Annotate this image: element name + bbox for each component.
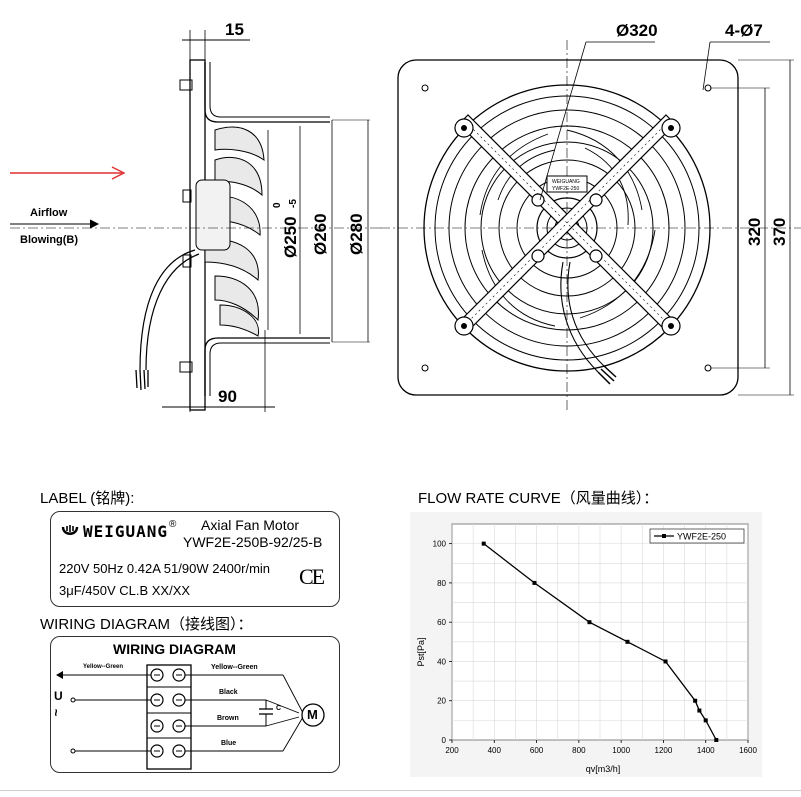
chart-y-tick-label: 60: [437, 618, 446, 627]
chart-data-point: [703, 718, 708, 723]
chart-x-tick-label: 1400: [697, 746, 715, 755]
product-type: Axial Fan Motor: [201, 517, 300, 533]
registered-mark: ®: [169, 519, 177, 530]
front-outer-dim: 370: [770, 218, 789, 246]
flow-rate-chart: 200 400 600 800 1000 1200 1400 1600 0 20 40 60 80 100…: [410, 512, 762, 777]
chart-y-tick-label: 100: [433, 540, 447, 549]
chart-legend-label: YWF2E-250: [677, 532, 726, 542]
chart-data-point: [587, 620, 592, 625]
front-dia-label: Ø320: [616, 21, 658, 40]
motor-symbol: M: [307, 707, 318, 722]
airflow-label: Airflow: [30, 207, 68, 219]
bottom-divider: [0, 790, 801, 791]
label-specs-line2: 3μF/450V CL.B XX/XX: [59, 583, 191, 598]
chart-x-tick-label: 800: [572, 746, 586, 755]
supply-tilde-label: ~: [48, 708, 64, 717]
chart-legend-box: [649, 528, 745, 544]
front-inner-dim: 320: [745, 218, 764, 246]
chart-x-tick-label: 1200: [655, 746, 673, 755]
chart-y-tick-label: 80: [437, 579, 446, 588]
wiring-section-title: WIRING DIAGRAM（接线图）：: [40, 616, 253, 633]
wire-right-yellow-green: Yellow--Green: [211, 664, 258, 671]
label-specs-line1: 220V 50Hz 0.42A 51/90W 2400r/min: [59, 561, 271, 576]
side-dia-mid: Ø260: [311, 213, 330, 255]
chart-data-point: [693, 698, 698, 703]
chart-data-point: [532, 580, 537, 585]
chart-y-tick-label: 20: [437, 697, 446, 706]
side-dia-outer: Ø280: [347, 213, 366, 255]
product-model: YWF2E-250B-92/25-B: [183, 534, 323, 550]
chart-x-axis-label: qv[m3/h]: [586, 764, 621, 774]
chart-data-point: [481, 541, 486, 546]
motor-label-plate: WEIGUANG ® Axial Fan Motor YWF2E-250B-92…: [50, 511, 340, 607]
chart-data-point: [697, 708, 702, 713]
wire-left-yellow-green: Yellow--Green: [83, 664, 124, 670]
chart-y-axis-label: Pst[Pa]: [416, 637, 426, 666]
wiring-diagram-box: WIRING DIAGRAM: [48, 636, 340, 773]
chart-x-tick-label: 1000: [612, 746, 630, 755]
side-dia-inner-tol-lower: -5: [288, 199, 299, 208]
chart-x-tick-label: 600: [530, 746, 544, 755]
front-motor-label-2: YWF2E-250: [552, 186, 579, 192]
wiring-schematic: [56, 664, 325, 770]
ce-mark: CE: [299, 564, 325, 589]
side-dia-inner: Ø250: [281, 216, 300, 258]
chart-x-tick-label: 1600: [739, 746, 757, 755]
chart-x-tick-label: 400: [488, 746, 502, 755]
chart-data-point: [714, 738, 719, 742]
chart-section-title: FLOW RATE CURVE（风量曲线）：: [418, 490, 659, 507]
brand-logo-icon: [61, 525, 79, 535]
side-view-drawing: 15 Airflow Blowing(B) Ø250 0 -5 Ø260: [10, 20, 380, 412]
chart-data-point: [625, 639, 630, 644]
label-section-title: LABEL (铭牌):: [40, 490, 135, 507]
chart-data-point: [663, 659, 668, 664]
side-dim-bottom: 90: [218, 387, 237, 406]
wire-right-black: Black: [219, 689, 238, 696]
wiring-box-title: WIRING DIAGRAM: [113, 641, 236, 657]
front-motor-label-1: WEIGUANG: [552, 179, 580, 185]
chart-legend-marker: [662, 534, 666, 538]
wire-right-blue: Blue: [221, 740, 237, 747]
wire-right-brown: Brown: [217, 715, 239, 722]
brand-name: WEIGUANG: [83, 522, 169, 541]
side-dia-inner-tol-upper: 0: [272, 202, 283, 208]
chart-y-tick-label: 0: [442, 736, 447, 745]
supply-u-label: U: [54, 689, 63, 703]
capacitor-label: C: [276, 705, 282, 712]
front-holes-label: 4-Ø7: [725, 21, 763, 40]
front-view-drawing: WEIGUANG YWF2E-250 Ø320 4-Ø7 320 370: [380, 21, 801, 410]
chart-y-tick-label: 40: [437, 657, 446, 666]
side-dim-top: 15: [225, 20, 244, 39]
chart-x-tick-label: 200: [445, 746, 459, 755]
blowing-label: Blowing(B): [20, 234, 78, 246]
